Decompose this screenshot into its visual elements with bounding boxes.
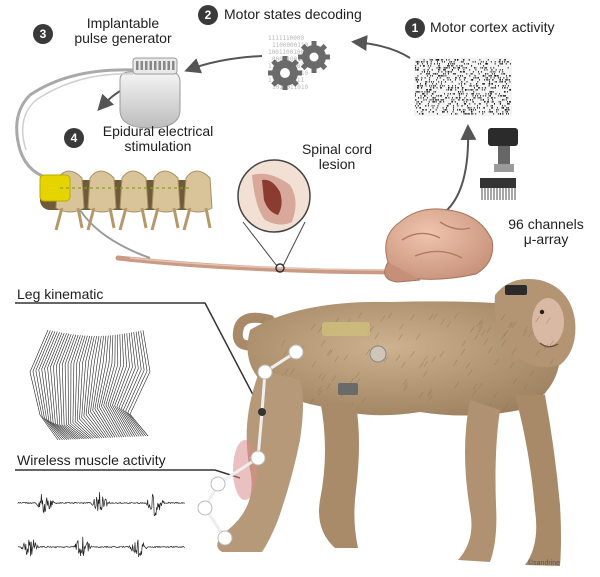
- step-label-epidural-stimulation-line2: stimulation: [124, 138, 192, 154]
- head-connector: [505, 285, 527, 295]
- array-label: 96 channels μ-array: [498, 217, 594, 247]
- lesion-label: Spinal cord lesion: [292, 142, 382, 172]
- muscle-activity-label: Wireless muscle activity: [17, 452, 166, 468]
- svg-text:1011011010: 1011011010: [272, 84, 309, 91]
- monkey: [197, 279, 576, 566]
- svg-text:1100000110: 1100000110: [272, 42, 309, 49]
- spinal-cord: [115, 255, 413, 275]
- step-label-pulse-generator-line2: pulse generator: [74, 30, 172, 46]
- leg-kinematic-plot: [29, 329, 151, 441]
- svg-text:1001100100: 1001100100: [268, 49, 305, 56]
- epidural-electrode: [39, 174, 71, 202]
- step-label-motor-cortex-activity: Motor cortex activity: [430, 19, 555, 35]
- decoder-gears: 1111110000110000011010011001000001100110…: [268, 35, 330, 91]
- stimulation-lead-wire: [15, 68, 134, 182]
- step-label-epidural-stimulation: Epidural electrical stimulation: [88, 124, 228, 154]
- emg-traces: [17, 492, 185, 558]
- array-label-line2: μ-array: [523, 231, 569, 247]
- artist-signature: ©sandrine: [528, 560, 561, 567]
- step-badge-2: 2: [198, 5, 218, 25]
- arrow-decoder-to-generator: [184, 55, 263, 74]
- step-badge-3: 3: [33, 24, 53, 44]
- microelectrode-array: [480, 128, 518, 200]
- muscle-activity-pointer: [15, 469, 241, 479]
- lesion-label-line2: lesion: [318, 156, 356, 172]
- array-label-line1: 96 channels: [508, 216, 584, 232]
- vertebral-column: [39, 170, 213, 231]
- step-label-pulse-generator: Implantable pulse generator: [58, 16, 188, 46]
- leg-kinematic-label: Leg kinematic: [17, 286, 104, 302]
- step-label-motor-states-decoding: Motor states decoding: [224, 6, 362, 22]
- leg-kinematic-pointer: [15, 302, 263, 413]
- lesion-magnifier: [237, 159, 311, 273]
- svg-text:0001100110: 0001100110: [272, 56, 309, 63]
- step-label-epidural-stimulation-line1: Epidural electrical: [102, 123, 214, 139]
- svg-text:1111110000: 1111110000: [268, 35, 305, 42]
- step-badge-4: 4: [64, 128, 84, 148]
- step-badge-1: 1: [405, 18, 425, 38]
- pulse-generator: [119, 57, 181, 129]
- brain: [384, 208, 494, 283]
- lesion-label-line1: Spinal cord: [301, 141, 373, 157]
- step-label-pulse-generator-line1: Implantable: [86, 15, 160, 31]
- arrow-brain-to-cortex: [444, 124, 477, 213]
- cortex-activity-raster: [414, 58, 512, 116]
- arrow-cortex-to-decoder: [351, 35, 411, 59]
